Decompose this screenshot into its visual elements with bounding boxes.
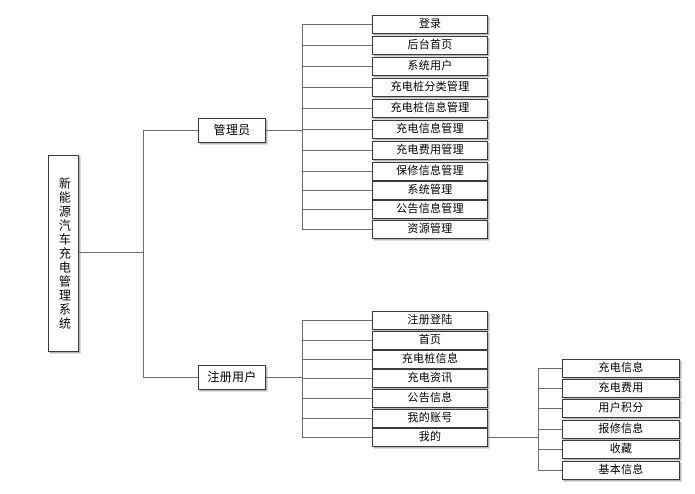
- leaf-node-admin-3[interactable]: 系统用户: [372, 57, 488, 76]
- connector-user-spur-7: [302, 437, 372, 438]
- leaf-node-my-5[interactable]: 收藏: [562, 440, 680, 459]
- connector-trunk-to-user: [143, 377, 198, 378]
- leaf-node-admin-6[interactable]: 充电信息管理: [372, 120, 488, 139]
- leaf-node-admin-5[interactable]: 充电桩信息管理: [372, 99, 488, 118]
- connector-user-spur-6: [302, 418, 372, 419]
- branch-node-admin[interactable]: 管理员: [198, 118, 266, 143]
- connector-sub-spur-5: [538, 449, 562, 450]
- leaf-node-admin-2[interactable]: 后台首页: [372, 36, 488, 55]
- connector-user-spur-5: [302, 398, 372, 399]
- leaf-node-admin-7[interactable]: 充电费用管理: [372, 141, 488, 160]
- connector-admin-to-trunk: [266, 130, 302, 131]
- connector-sub-spur-1: [538, 368, 562, 369]
- branch-node-user[interactable]: 注册用户: [198, 365, 266, 390]
- leaf-node-my-4[interactable]: 报修信息: [562, 420, 680, 439]
- connector-sub-trunk: [538, 368, 539, 470]
- connector-user-spur-4: [302, 378, 372, 379]
- leaf-node-user-4[interactable]: 充电资讯: [372, 369, 488, 388]
- leaf-node-user-3[interactable]: 充电桩信息: [372, 350, 488, 369]
- leaf-node-admin-1[interactable]: 登录: [372, 15, 488, 34]
- connector-admin-spur-5: [302, 108, 372, 109]
- connector-sub-spur-2: [538, 388, 562, 389]
- connector-trunk-to-admin: [143, 130, 198, 131]
- leaf-node-user-6[interactable]: 我的账号: [372, 409, 488, 428]
- leaf-node-my-6[interactable]: 基本信息: [562, 461, 680, 480]
- connector-user-spur-2: [302, 340, 372, 341]
- connector-root-to-trunk: [79, 252, 143, 253]
- leaf-node-admin-10[interactable]: 公告信息管理: [372, 200, 488, 219]
- connector-admin-spur-2: [302, 45, 372, 46]
- leaf-node-my-2[interactable]: 充电费用: [562, 379, 680, 398]
- leaf-node-my-3[interactable]: 用户积分: [562, 399, 680, 418]
- connector-sub-spur-3: [538, 408, 562, 409]
- connector-user-spur-1: [302, 320, 372, 321]
- connector-user-to-trunk: [266, 377, 302, 378]
- connector-main-trunk: [143, 130, 144, 377]
- leaf-node-admin-4[interactable]: 充电桩分类管理: [372, 78, 488, 97]
- connector-admin-spur-10: [302, 209, 372, 210]
- leaf-node-user-2[interactable]: 首页: [372, 331, 488, 350]
- leaf-node-user-5[interactable]: 公告信息: [372, 389, 488, 408]
- connector-admin-spur-4: [302, 87, 372, 88]
- leaf-node-admin-11[interactable]: 资源管理: [372, 220, 488, 239]
- connector-admin-spur-8: [302, 171, 372, 172]
- leaf-node-user-my[interactable]: 我的: [372, 428, 488, 447]
- connector-admin-spur-6: [302, 129, 372, 130]
- connector-sub-spur-4: [538, 429, 562, 430]
- connector-sub-spur-6: [538, 470, 562, 471]
- leaf-node-admin-8[interactable]: 保修信息管理: [372, 162, 488, 181]
- connector-admin-spur-9: [302, 190, 372, 191]
- connector-my-to-subtrunk: [488, 437, 538, 438]
- leaf-node-my-1[interactable]: 充电信息: [562, 359, 680, 378]
- leaf-node-user-1[interactable]: 注册登陆: [372, 311, 488, 330]
- connector-admin-trunk: [302, 24, 303, 229]
- connector-admin-spur-11: [302, 229, 372, 230]
- connector-admin-spur-7: [302, 150, 372, 151]
- connector-user-spur-3: [302, 359, 372, 360]
- leaf-node-admin-9[interactable]: 系统管理: [372, 181, 488, 200]
- connector-admin-spur-3: [302, 66, 372, 67]
- connector-admin-spur-1: [302, 24, 372, 25]
- root-node[interactable]: 新能源汽车充电管理系统: [48, 155, 79, 352]
